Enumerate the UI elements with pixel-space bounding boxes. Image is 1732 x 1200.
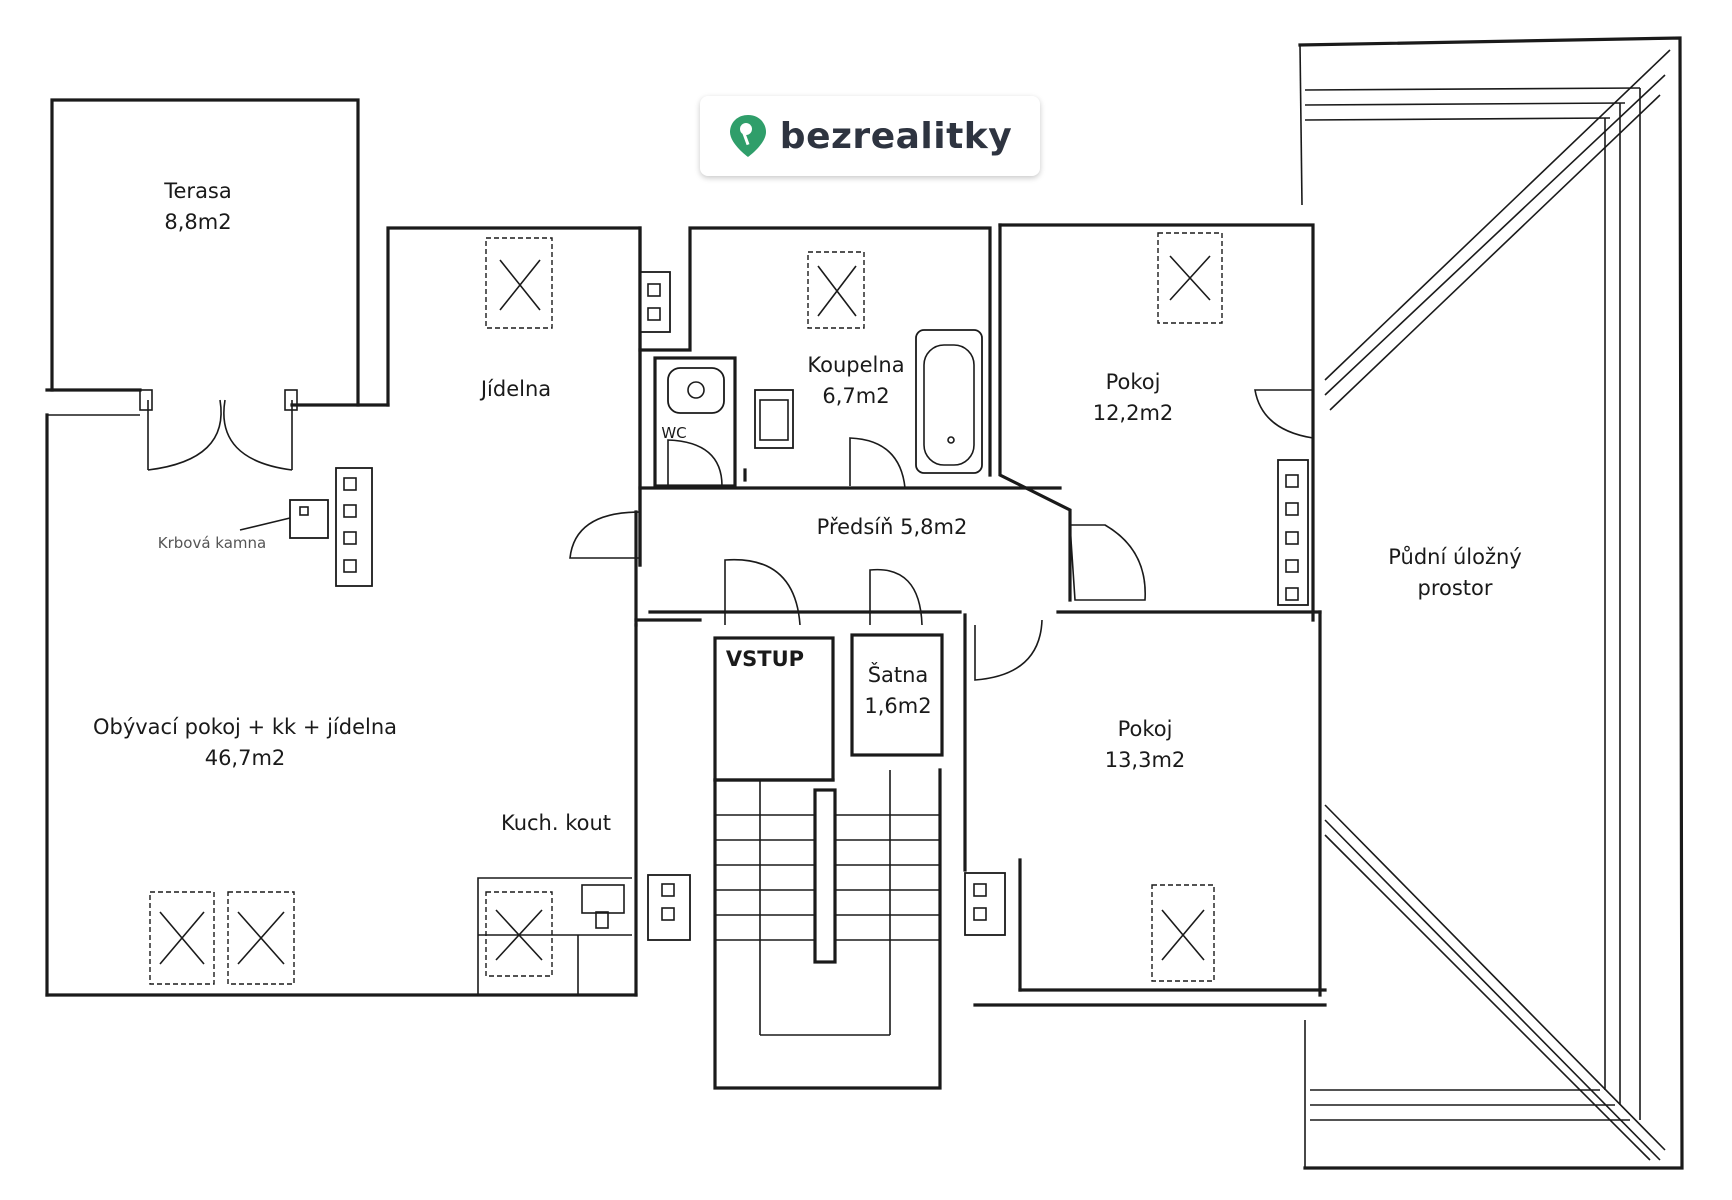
fireplace — [239, 499, 329, 539]
entrance-wardrobe — [713, 558, 1043, 872]
skylights — [149, 232, 1223, 985]
wall-units — [639, 271, 1006, 941]
room-label-wc: WC — [661, 424, 687, 442]
hall-door-left — [569, 510, 641, 627]
terrace-door — [139, 389, 298, 471]
label-kuchynsky-kout: Kuch. kout — [500, 811, 612, 835]
living-area-walls — [45, 226, 702, 997]
room-label-predsin: Předsíň 5,8m2 — [816, 515, 968, 539]
room-label-jidelna: Jídelna — [480, 377, 552, 401]
room1-door — [1069, 389, 1314, 601]
kitchen-counter — [477, 877, 632, 995]
room1-radiator — [1277, 459, 1309, 606]
attic-storage — [1298, 36, 1684, 1170]
staircase — [713, 768, 942, 1090]
radiator — [335, 467, 373, 587]
bathroom-fixtures — [743, 329, 983, 489]
wc-room — [653, 356, 737, 488]
label-vstup: VSTUP — [725, 647, 805, 671]
room2-walls — [973, 610, 1327, 1007]
label-krbova-kamna: Krbová kamna — [157, 534, 267, 552]
map-pin-key-icon — [729, 115, 766, 157]
brand-logo: bezrealitky — [700, 96, 1040, 176]
core-walls — [638, 223, 1322, 622]
brand-name: bezrealitky — [779, 115, 1013, 157]
terrace-walls — [45, 98, 390, 416]
